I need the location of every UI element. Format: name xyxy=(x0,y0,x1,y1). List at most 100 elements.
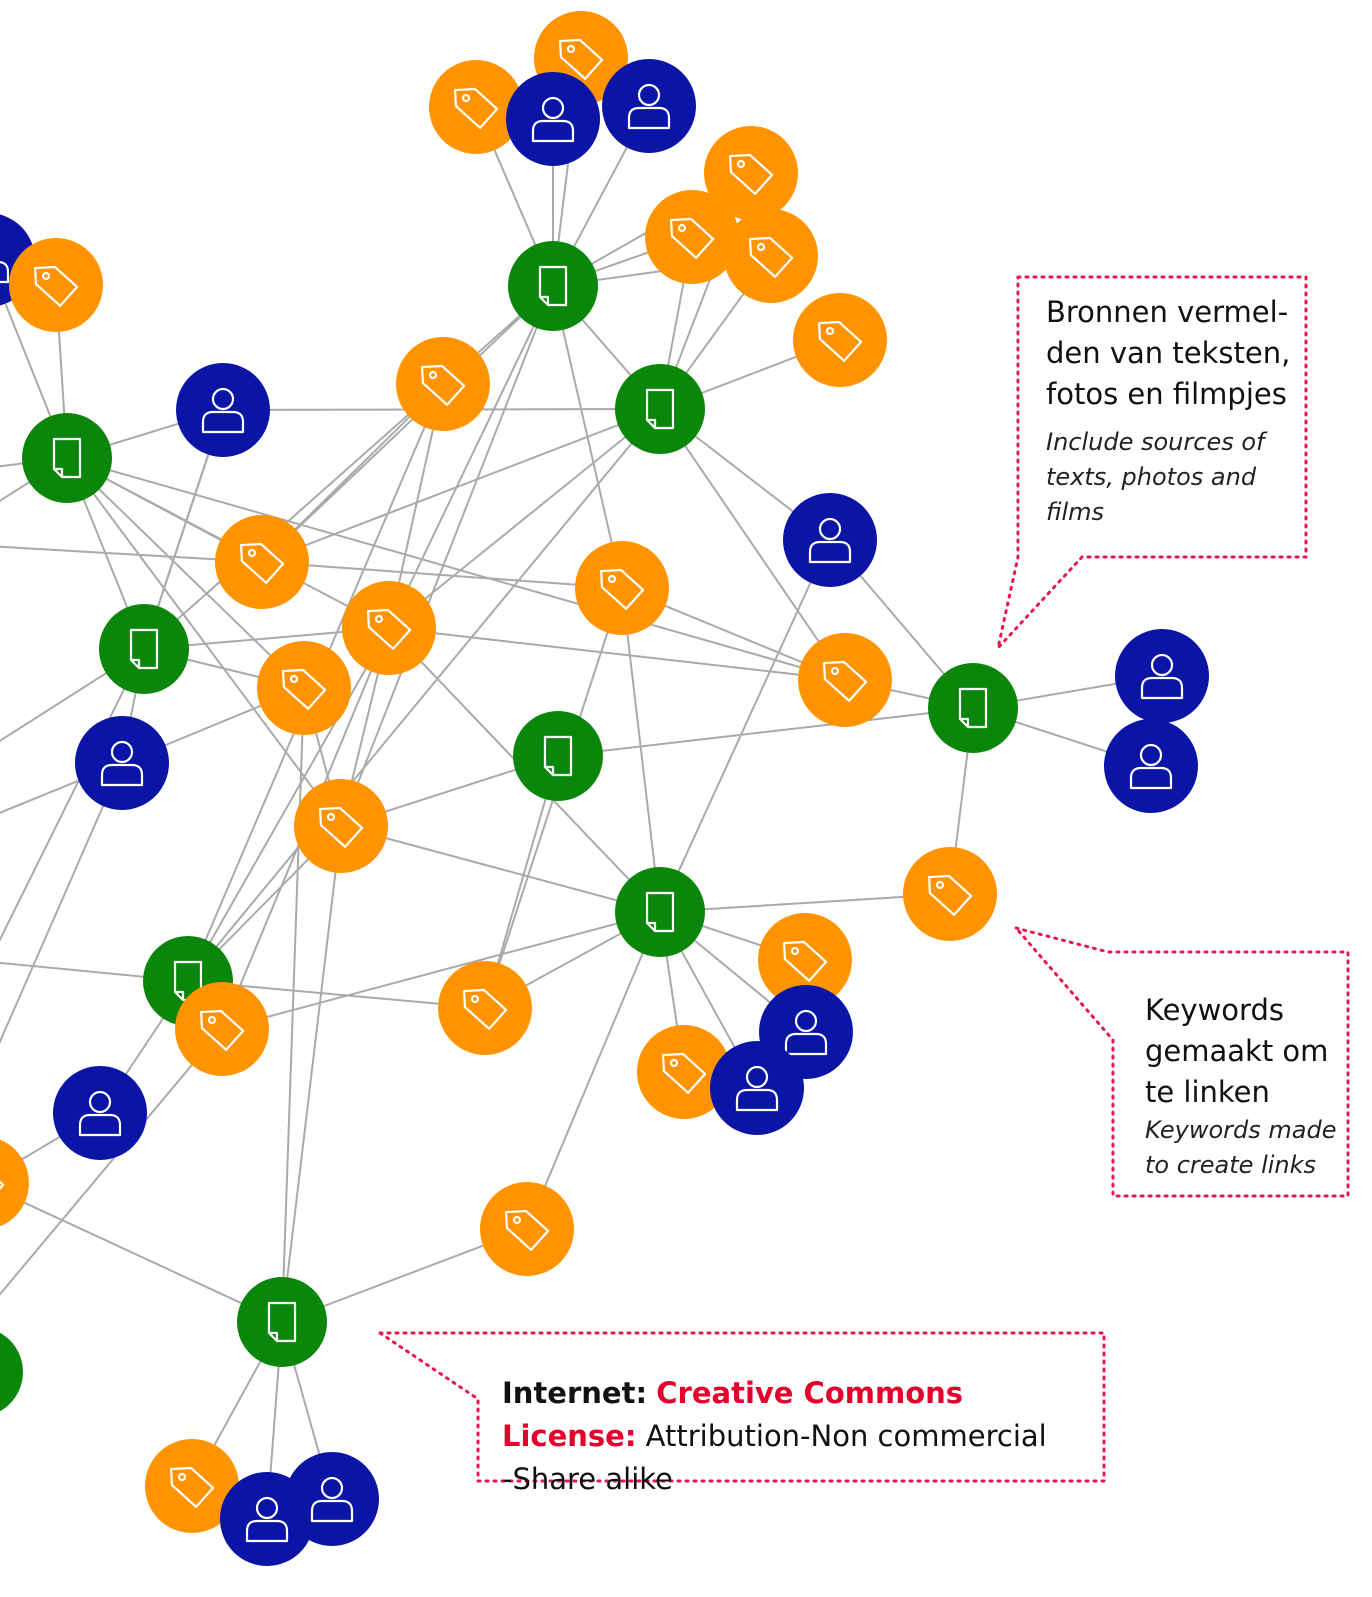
node-circle xyxy=(145,1439,239,1533)
keywords-subtitle-line-2: to create links xyxy=(1145,1151,1317,1179)
keyword-node xyxy=(396,337,490,431)
keyword-node xyxy=(724,209,818,303)
node-circle xyxy=(342,581,436,675)
internet-label: Internet: xyxy=(502,1376,648,1410)
document-icon xyxy=(129,628,159,670)
license-note: Internet: Creative Commons License: Attr… xyxy=(502,1372,1047,1501)
sources-title-line-3: fotos en filmpjes xyxy=(1046,377,1287,411)
edge xyxy=(187,408,661,982)
node-circle xyxy=(575,541,669,635)
tag-icon xyxy=(33,265,79,307)
document-icon xyxy=(538,265,568,307)
keyword-node xyxy=(798,633,892,727)
keywords-subtitle-line-1: Keywords made xyxy=(1145,1116,1337,1144)
nodes xyxy=(0,11,1209,1566)
tag-icon xyxy=(817,320,863,362)
document-node xyxy=(513,711,603,801)
node-circle xyxy=(237,1277,327,1367)
license-line-2: License: Attribution-Non commercial xyxy=(502,1415,1047,1458)
keyword-node xyxy=(257,641,351,735)
keywords-title-line-2: gemaakt om xyxy=(1145,1034,1329,1068)
node-circle xyxy=(928,663,1018,753)
keyword-node xyxy=(438,961,532,1055)
edge xyxy=(557,707,974,757)
edge xyxy=(187,627,390,982)
keywords-callout xyxy=(1011,925,1350,1198)
person-icon xyxy=(201,387,245,434)
keyword-node xyxy=(294,779,388,873)
license-value: Attribution-Non commercial xyxy=(645,1419,1047,1453)
tag-icon xyxy=(822,660,868,702)
keywords-note: Keywords gemaakt om te linken Keywords m… xyxy=(1145,990,1336,1183)
person-icon xyxy=(531,96,575,143)
person-icon xyxy=(310,1476,354,1523)
keywords-subtitle: Keywords made to create links xyxy=(1145,1113,1336,1183)
edge xyxy=(66,457,305,689)
node-circle xyxy=(513,711,603,801)
document-node xyxy=(928,663,1018,753)
edge xyxy=(659,539,831,913)
document-icon xyxy=(645,388,675,430)
tag-icon xyxy=(558,38,604,80)
person-node xyxy=(285,1452,379,1546)
tag-icon xyxy=(199,1009,245,1051)
callouts xyxy=(375,275,1350,1483)
node-circle xyxy=(257,641,351,735)
edge xyxy=(340,285,554,827)
node-circle xyxy=(480,1182,574,1276)
sources-note: Bronnen vermel- den van teksten, fotos e… xyxy=(1046,292,1290,530)
internet-value: Creative Commons xyxy=(656,1376,964,1410)
edge xyxy=(0,1028,223,1296)
node-circle xyxy=(903,847,997,941)
document-icon xyxy=(958,687,988,729)
node-circle xyxy=(758,913,852,1007)
document-icon xyxy=(543,735,573,777)
document-node xyxy=(0,1332,23,1412)
keyword-node xyxy=(903,847,997,941)
edge xyxy=(281,825,342,1323)
keywords-title: Keywords gemaakt om te linken xyxy=(1145,990,1336,1113)
tag-icon xyxy=(169,1466,215,1508)
document-node xyxy=(615,867,705,957)
node-circle xyxy=(9,238,103,332)
edge xyxy=(66,457,342,827)
keyword-node xyxy=(145,1439,239,1533)
tag-icon xyxy=(239,542,285,584)
tag-icon xyxy=(599,568,645,610)
node-circle xyxy=(438,961,532,1055)
document-icon xyxy=(645,891,675,933)
person-icon xyxy=(1129,743,1173,790)
edge xyxy=(340,825,661,913)
keyword-node xyxy=(575,541,669,635)
license-label: License: xyxy=(502,1419,637,1453)
edge xyxy=(221,911,661,1030)
node-circle xyxy=(637,1025,731,1119)
keyword-node xyxy=(704,126,798,220)
person-icon xyxy=(1140,653,1184,700)
person-icon xyxy=(0,261,10,284)
tag-icon xyxy=(318,806,364,848)
keyword-node xyxy=(342,581,436,675)
tag-icon xyxy=(281,668,327,710)
person-icon xyxy=(78,1090,122,1137)
person-node xyxy=(1104,719,1198,813)
tag-icon xyxy=(462,988,508,1030)
person-node xyxy=(53,1066,147,1160)
edge xyxy=(388,285,554,629)
edge xyxy=(0,762,123,1045)
tag-icon xyxy=(504,1209,550,1251)
sources-title: Bronnen vermel- den van teksten, fotos e… xyxy=(1046,292,1290,415)
license-callout xyxy=(375,1331,1106,1483)
sources-callout xyxy=(995,275,1308,654)
keyword-node xyxy=(215,515,309,609)
keyword-node xyxy=(645,190,739,284)
edge xyxy=(388,408,661,629)
node-circle xyxy=(429,60,523,154)
keyword-node xyxy=(637,1025,731,1119)
edge xyxy=(621,587,661,913)
document-node xyxy=(22,413,112,503)
edge xyxy=(0,545,263,563)
node-circle xyxy=(0,1139,29,1227)
document-node xyxy=(508,241,598,331)
keyword-node xyxy=(480,1182,574,1276)
